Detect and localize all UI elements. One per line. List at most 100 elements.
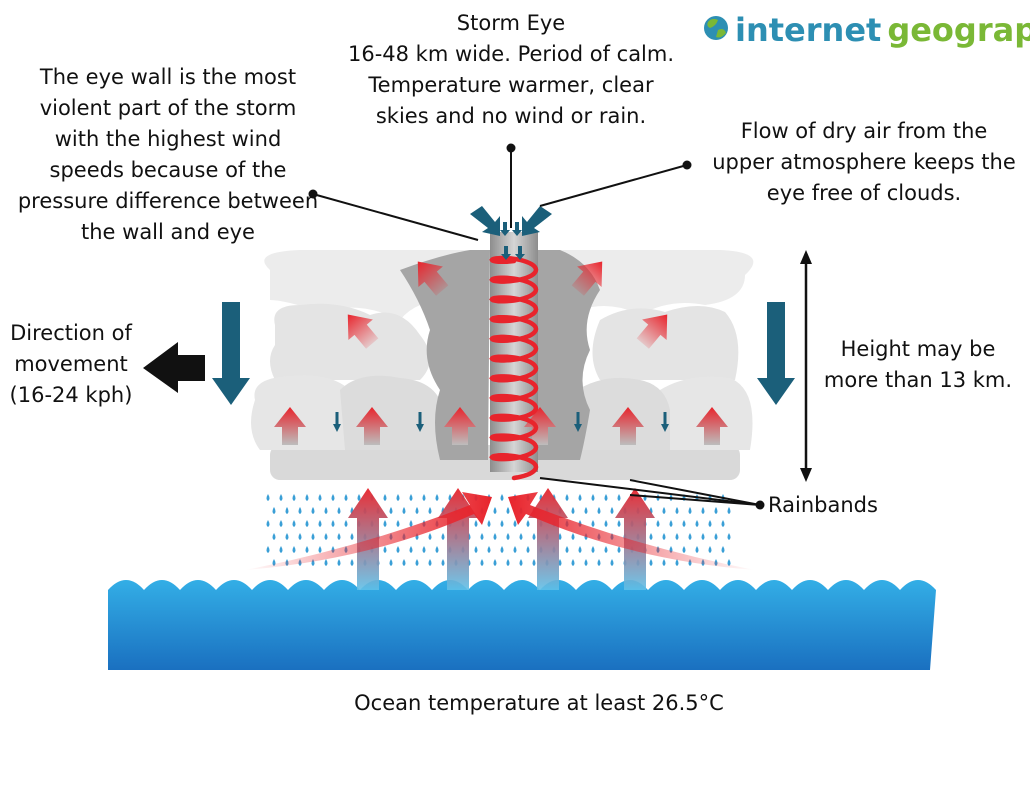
rain-drop xyxy=(662,533,666,540)
rain-drop xyxy=(279,546,283,553)
rain-drop xyxy=(526,546,530,553)
rain-drop xyxy=(526,520,530,527)
rain-drop xyxy=(506,507,510,514)
warm-air-arrow xyxy=(444,407,476,445)
sinking-air-arrow xyxy=(661,412,669,432)
warm-air-arrow xyxy=(417,261,449,296)
rain-drop xyxy=(714,507,718,514)
descending-arrow-right xyxy=(757,302,795,405)
rain-drop xyxy=(493,507,497,514)
rain-drop xyxy=(519,533,523,540)
rain-drop xyxy=(305,494,309,501)
rain-drop xyxy=(708,546,712,553)
eye-wall-label: The eye wall is the most violent part of… xyxy=(17,65,319,244)
rain-drop xyxy=(682,546,686,553)
cloud-left-inner xyxy=(340,375,440,450)
rain-drop xyxy=(578,546,582,553)
rain-drop xyxy=(727,507,731,514)
rain-drop xyxy=(279,494,283,501)
rain-drop xyxy=(435,546,439,553)
rain-drop xyxy=(617,546,621,553)
rain-drop xyxy=(565,546,569,553)
rain-drop xyxy=(532,559,536,566)
height-arrow xyxy=(800,250,812,482)
logo-word-internet: internet xyxy=(735,11,882,49)
rain-drop xyxy=(571,559,575,566)
rain-drop xyxy=(649,559,653,566)
rain-drop xyxy=(584,507,588,514)
dry-air-arrow-right xyxy=(522,206,552,236)
rain-drop xyxy=(428,507,432,514)
rain-drop xyxy=(571,507,575,514)
rain-drop xyxy=(675,533,679,540)
rain-drop xyxy=(337,533,341,540)
rain-drop xyxy=(480,533,484,540)
cloud-right-dark xyxy=(535,250,600,460)
rain-drop xyxy=(266,546,270,553)
rain-drop xyxy=(604,546,608,553)
eye-wall-spiral xyxy=(489,255,539,481)
rain-drop xyxy=(480,559,484,566)
rain-drop xyxy=(409,546,413,553)
rain-drop xyxy=(558,533,562,540)
rain-drop xyxy=(389,507,393,514)
rain-drop xyxy=(298,533,302,540)
rain-drop xyxy=(493,533,497,540)
rain-drop xyxy=(649,533,653,540)
rain-drop xyxy=(682,520,686,527)
rain-drop xyxy=(591,546,595,553)
rain-drop xyxy=(305,546,309,553)
rain-drop xyxy=(331,520,335,527)
rain-drop xyxy=(688,507,692,514)
rain-drop xyxy=(584,559,588,566)
cloud-right-inner xyxy=(570,377,670,450)
rain-drop xyxy=(422,494,426,501)
ocean-label: Ocean temperature at least 26.5°C xyxy=(354,691,724,715)
warm-air-arrow xyxy=(571,261,603,296)
rain-drop xyxy=(324,533,328,540)
rain-drop xyxy=(279,520,283,527)
rain-drop xyxy=(266,494,270,501)
sinking-air-arrow xyxy=(333,412,341,432)
rain-drop xyxy=(357,494,361,501)
rain-drop xyxy=(272,533,276,540)
rain-drop xyxy=(350,559,354,566)
cloud-right-low xyxy=(660,376,753,450)
rain-drop xyxy=(428,533,432,540)
rain-drop xyxy=(487,546,491,553)
rain-drop xyxy=(318,520,322,527)
rain-drop xyxy=(701,533,705,540)
rain-drop xyxy=(266,520,270,527)
rain-drop xyxy=(506,533,510,540)
rain-drop xyxy=(396,546,400,553)
rain-drop xyxy=(695,520,699,527)
ocean-waves xyxy=(108,580,936,670)
direction-label: Direction of movement (16-24 kph) xyxy=(9,321,133,407)
rain-drop xyxy=(500,520,504,527)
descending-arrow-left xyxy=(212,302,250,405)
ocean-updraft-arrow xyxy=(615,488,655,590)
rain-drop xyxy=(513,546,517,553)
rain-drop xyxy=(506,559,510,566)
rain-drop xyxy=(721,520,725,527)
sinking-air-arrow xyxy=(574,412,582,432)
cloud-left-low xyxy=(251,375,355,450)
rain-drop xyxy=(409,520,413,527)
rain-drop xyxy=(708,520,712,527)
rain-drop xyxy=(285,533,289,540)
rain-drop xyxy=(597,507,601,514)
rain-drop xyxy=(344,520,348,527)
rain-drop xyxy=(337,559,341,566)
brand-logo: internet geography xyxy=(703,8,1030,52)
dry-air-small-3 xyxy=(501,246,511,260)
rain-drop xyxy=(441,559,445,566)
rain-drop xyxy=(727,533,731,540)
rain-drop xyxy=(318,546,322,553)
height-label: Height may be more than 13 km. xyxy=(823,337,1013,392)
warm-air-arrow xyxy=(636,314,668,349)
rain-drop xyxy=(344,494,348,501)
rain-drop xyxy=(402,507,406,514)
rain-drop xyxy=(656,520,660,527)
rain-drop xyxy=(292,546,296,553)
